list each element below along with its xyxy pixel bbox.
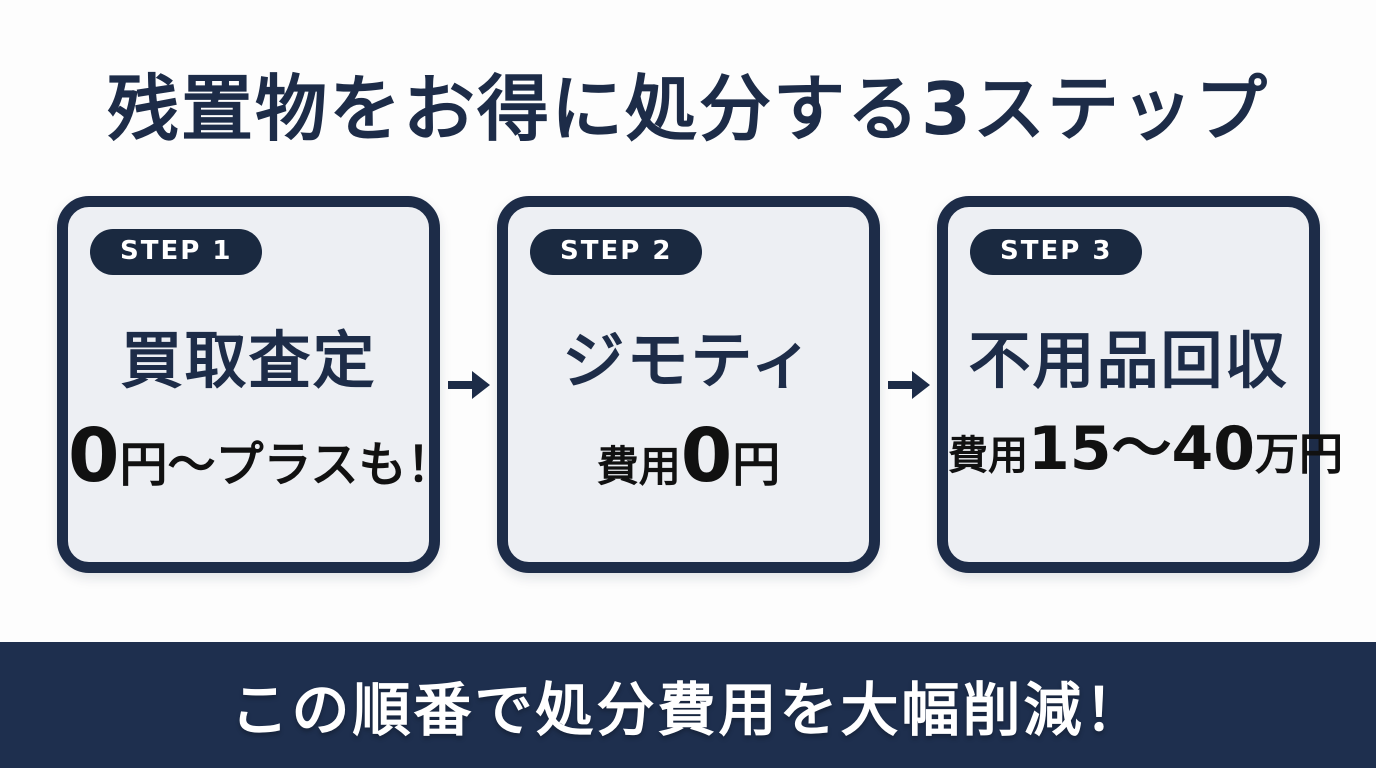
step-3-badge: STEP 3 — [970, 229, 1143, 275]
step-1-badge: STEP 1 — [90, 229, 263, 275]
step-1-cost-amount: 0 — [68, 413, 120, 499]
step-2-cost-line: 費用0円 — [508, 419, 869, 493]
step-2-method-name: ジモティ — [562, 324, 815, 397]
footer-text: この順番で処分費用を大幅削減！ — [230, 676, 1146, 744]
step-1-method-name: 買取査定 — [120, 324, 377, 397]
step-card-2: STEP 2 ジモティ 費用0円 — [497, 196, 880, 573]
step-3-method-name: 不用品回収 — [968, 324, 1289, 397]
footer-banner: この順番で処分費用を大幅削減！ — [0, 642, 1376, 768]
steps-row: STEP 1 買取査定 0円〜プラスも！ STEP 2 ジモティ 費用0円 — [57, 196, 1343, 573]
arrow-right-icon — [886, 365, 932, 405]
step-2-cost-suffix: 円 — [732, 437, 781, 493]
step-3-cost-suffix: 万円 — [1255, 429, 1343, 480]
step-card-3: STEP 3 不用品回収 費用15〜40万円 — [937, 196, 1343, 573]
arrow-right-icon — [446, 365, 492, 405]
step-1-cost-line: 0円〜プラスも！ — [68, 419, 455, 493]
step-2-badge: STEP 2 — [530, 229, 703, 275]
step-3-cost-line: 費用15〜40万円 — [948, 419, 1343, 479]
step-2-cost-prefix: 費用 — [596, 442, 681, 491]
step-3-cost-amount: 15〜40 — [1028, 414, 1255, 484]
step-card-1: STEP 1 買取査定 0円〜プラスも！ — [57, 196, 455, 573]
step-2-cost-amount: 0 — [680, 413, 733, 499]
step-3-cost-prefix: 費用 — [948, 433, 1028, 479]
page-title: 残置物をお得に処分する3ステップ — [106, 67, 1270, 151]
step-1-cost-suffix: 円〜プラスも！ — [119, 437, 455, 493]
